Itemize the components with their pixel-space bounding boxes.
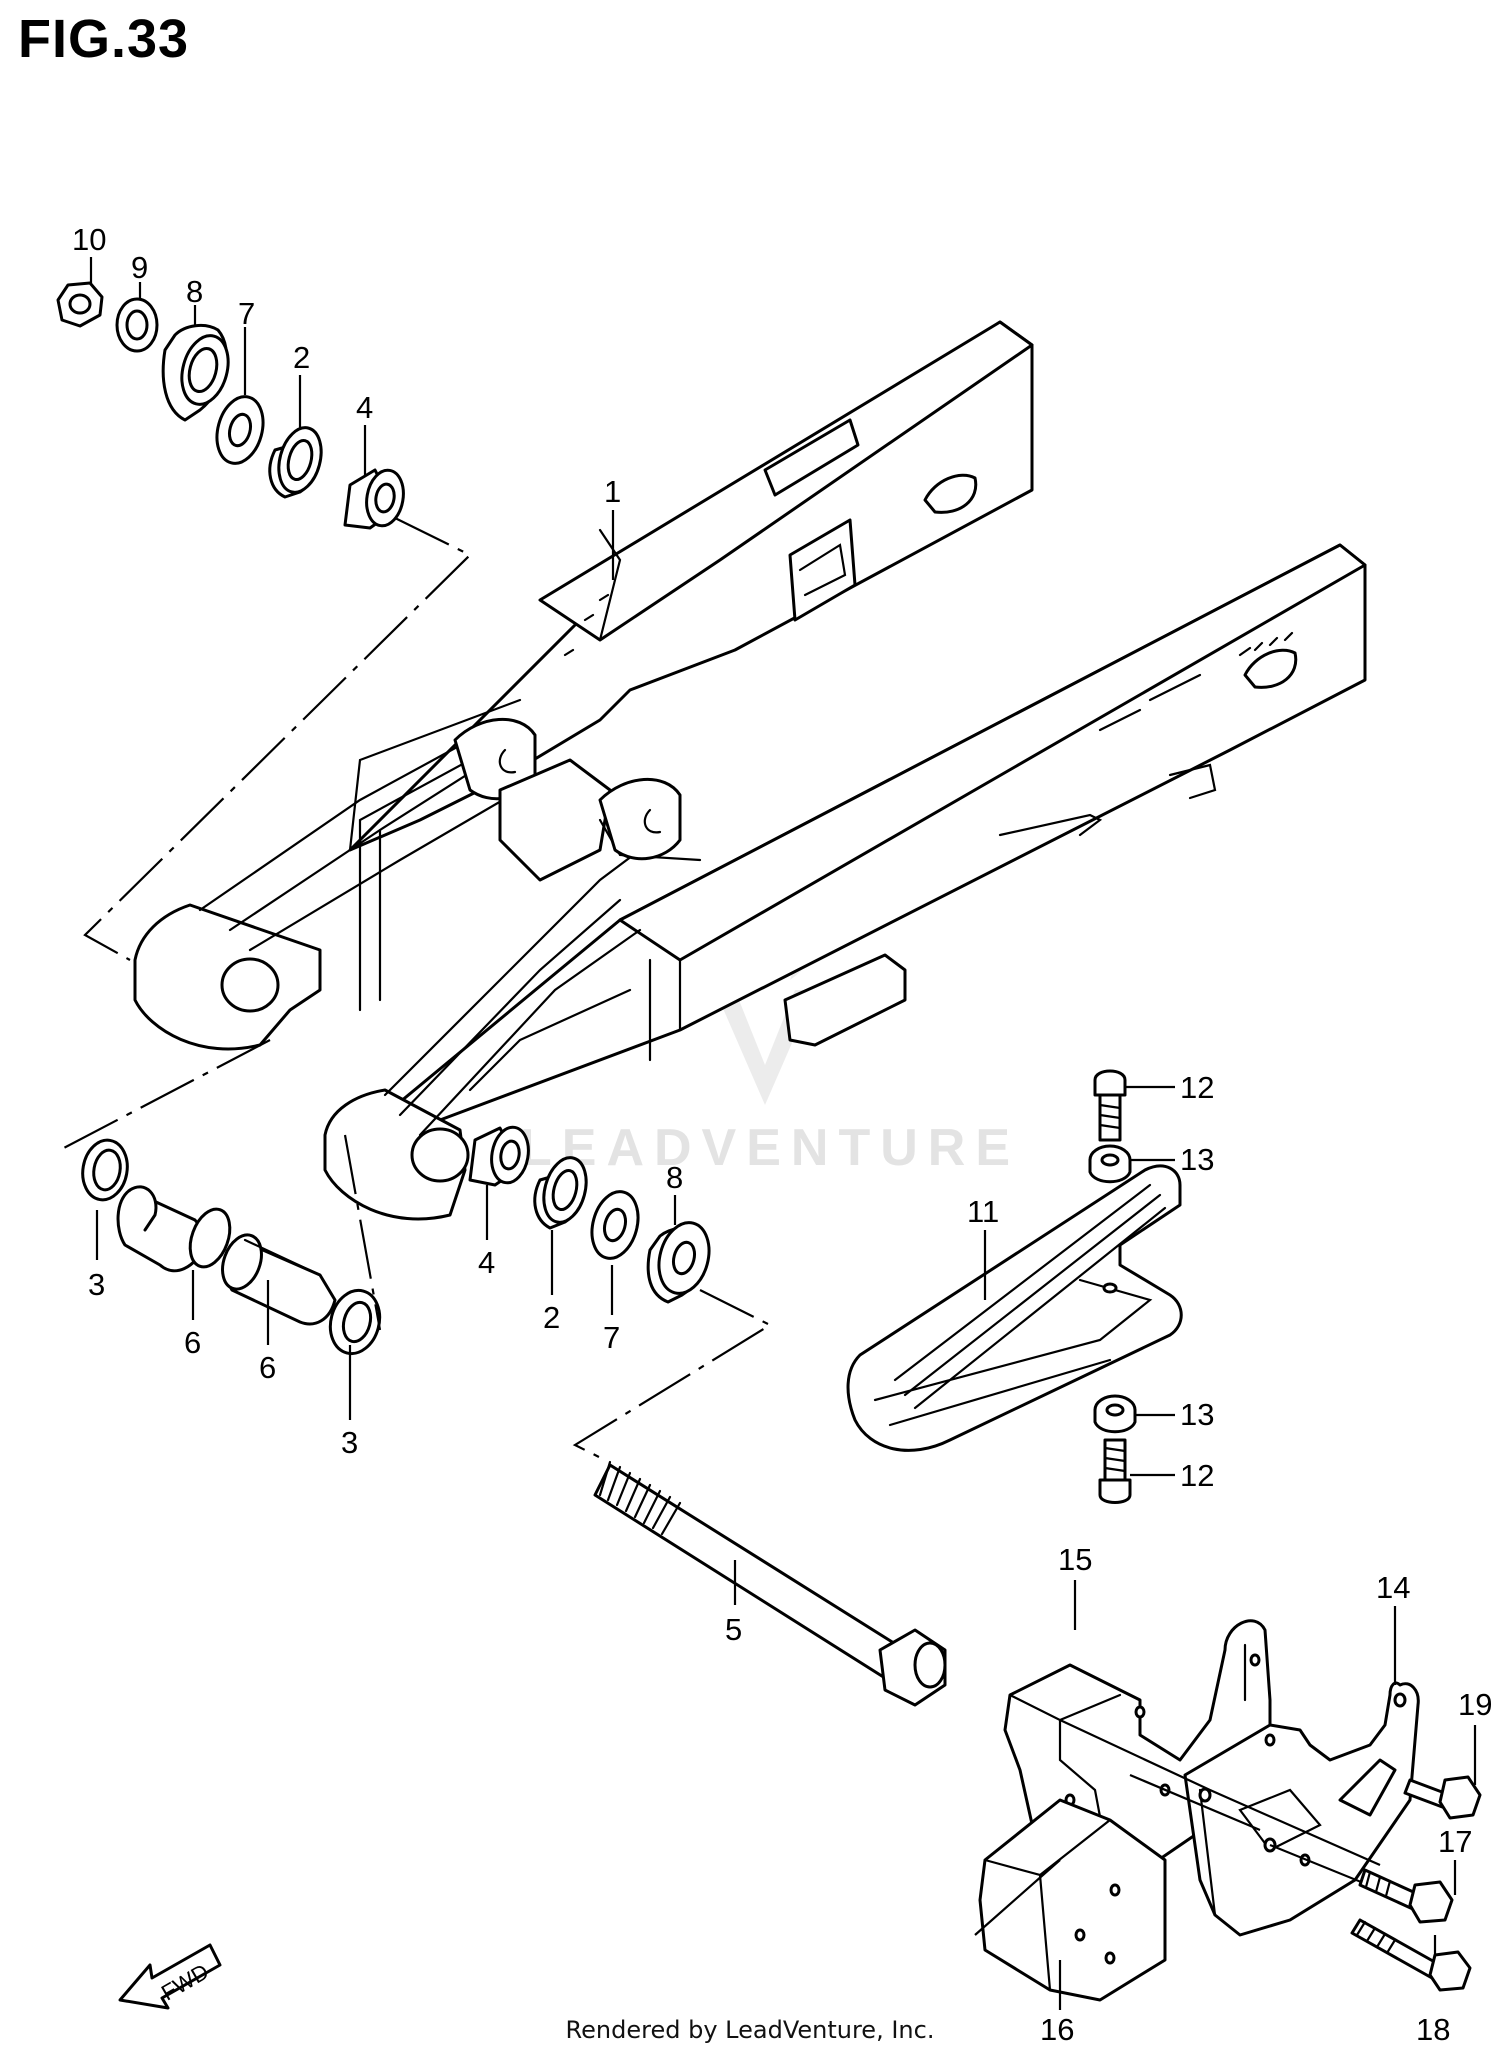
callout-8: 8	[666, 1160, 683, 1195]
bolt-17[interactable]	[1358, 1868, 1454, 1924]
washer[interactable]	[115, 297, 159, 353]
dust-seal-lower[interactable]	[646, 1217, 716, 1304]
bolt-19[interactable]	[1403, 1775, 1482, 1820]
callout-7: 7	[603, 1320, 620, 1355]
callout-17: 17	[1438, 1824, 1472, 1859]
washer-upper[interactable]	[1088, 1144, 1132, 1184]
dust-seal[interactable]	[161, 323, 235, 422]
callout-3: 3	[88, 1267, 105, 1302]
callout-6: 6	[259, 1350, 276, 1385]
washer-lower[interactable]	[1093, 1394, 1137, 1434]
callout-4: 4	[356, 390, 373, 425]
bolt-18[interactable]	[1350, 1918, 1472, 1992]
callout-10: 10	[72, 222, 106, 257]
callout-1: 1	[604, 474, 621, 509]
callout-18: 18	[1416, 2012, 1450, 2047]
callout-labels: 10 9 8 7 2 4 1 3 6 6 3 4 2 7 8 5 11 12 1…	[72, 222, 1492, 2047]
callout-19: 19	[1458, 1687, 1492, 1722]
nut[interactable]	[56, 281, 104, 328]
chain-slider[interactable]	[846, 1164, 1183, 1452]
callout-13: 13	[1180, 1397, 1214, 1432]
callout-5: 5	[725, 1612, 742, 1647]
bearing-lower[interactable]	[468, 1124, 533, 1187]
chain-guide-16[interactable]	[978, 1798, 1167, 2002]
callout-16: 16	[1040, 2012, 1074, 2047]
assembly-guide-line-upper	[83, 517, 472, 961]
spacer-right[interactable]	[216, 1230, 337, 1326]
seal-left[interactable]	[78, 1137, 132, 1204]
callout-12: 12	[1180, 1458, 1214, 1493]
callout-7: 7	[238, 296, 255, 331]
footer-credit: Rendered by LeadVenture, Inc.	[565, 2016, 935, 2044]
callout-6: 6	[184, 1325, 201, 1360]
callout-2: 2	[543, 1300, 560, 1335]
callout-12: 12	[1180, 1070, 1214, 1105]
leader-lines	[89, 257, 1477, 2010]
assembly-guide-line-lower-left	[59, 1039, 382, 1331]
washer-thrust[interactable]	[210, 391, 270, 468]
callout-3: 3	[341, 1425, 358, 1460]
washer-thrust-lower[interactable]	[585, 1186, 645, 1263]
callout-11: 11	[967, 1194, 999, 1229]
fwd-arrow-icon: FWD	[118, 1943, 222, 2010]
callout-4: 4	[478, 1245, 495, 1280]
callout-2: 2	[293, 340, 310, 375]
bearing[interactable]	[343, 467, 408, 530]
assembly-guide-line-axle	[572, 1289, 773, 1461]
figure-title: FIG.33	[18, 9, 190, 69]
swingarm[interactable]	[133, 320, 1367, 1221]
callout-8: 8	[186, 274, 203, 309]
screw-lower[interactable]	[1098, 1438, 1132, 1504]
callout-14: 14	[1376, 1570, 1410, 1605]
callout-15: 15	[1058, 1542, 1092, 1577]
screw-upper[interactable]	[1093, 1069, 1127, 1142]
chain-guide-plate-14[interactable]	[1183, 1681, 1420, 1937]
bushing[interactable]	[268, 423, 328, 499]
watermark-text: LEADVENTURE	[520, 1119, 1021, 1177]
pivot-bolt[interactable]	[593, 1460, 947, 1707]
bushing-lower[interactable]	[533, 1153, 593, 1230]
callout-9: 9	[131, 250, 148, 285]
callout-13: 13	[1180, 1142, 1214, 1177]
spacer-left[interactable]	[116, 1185, 237, 1273]
assembly-guide-line-guide	[974, 1719, 1431, 1936]
seal-right[interactable]	[324, 1285, 387, 1359]
